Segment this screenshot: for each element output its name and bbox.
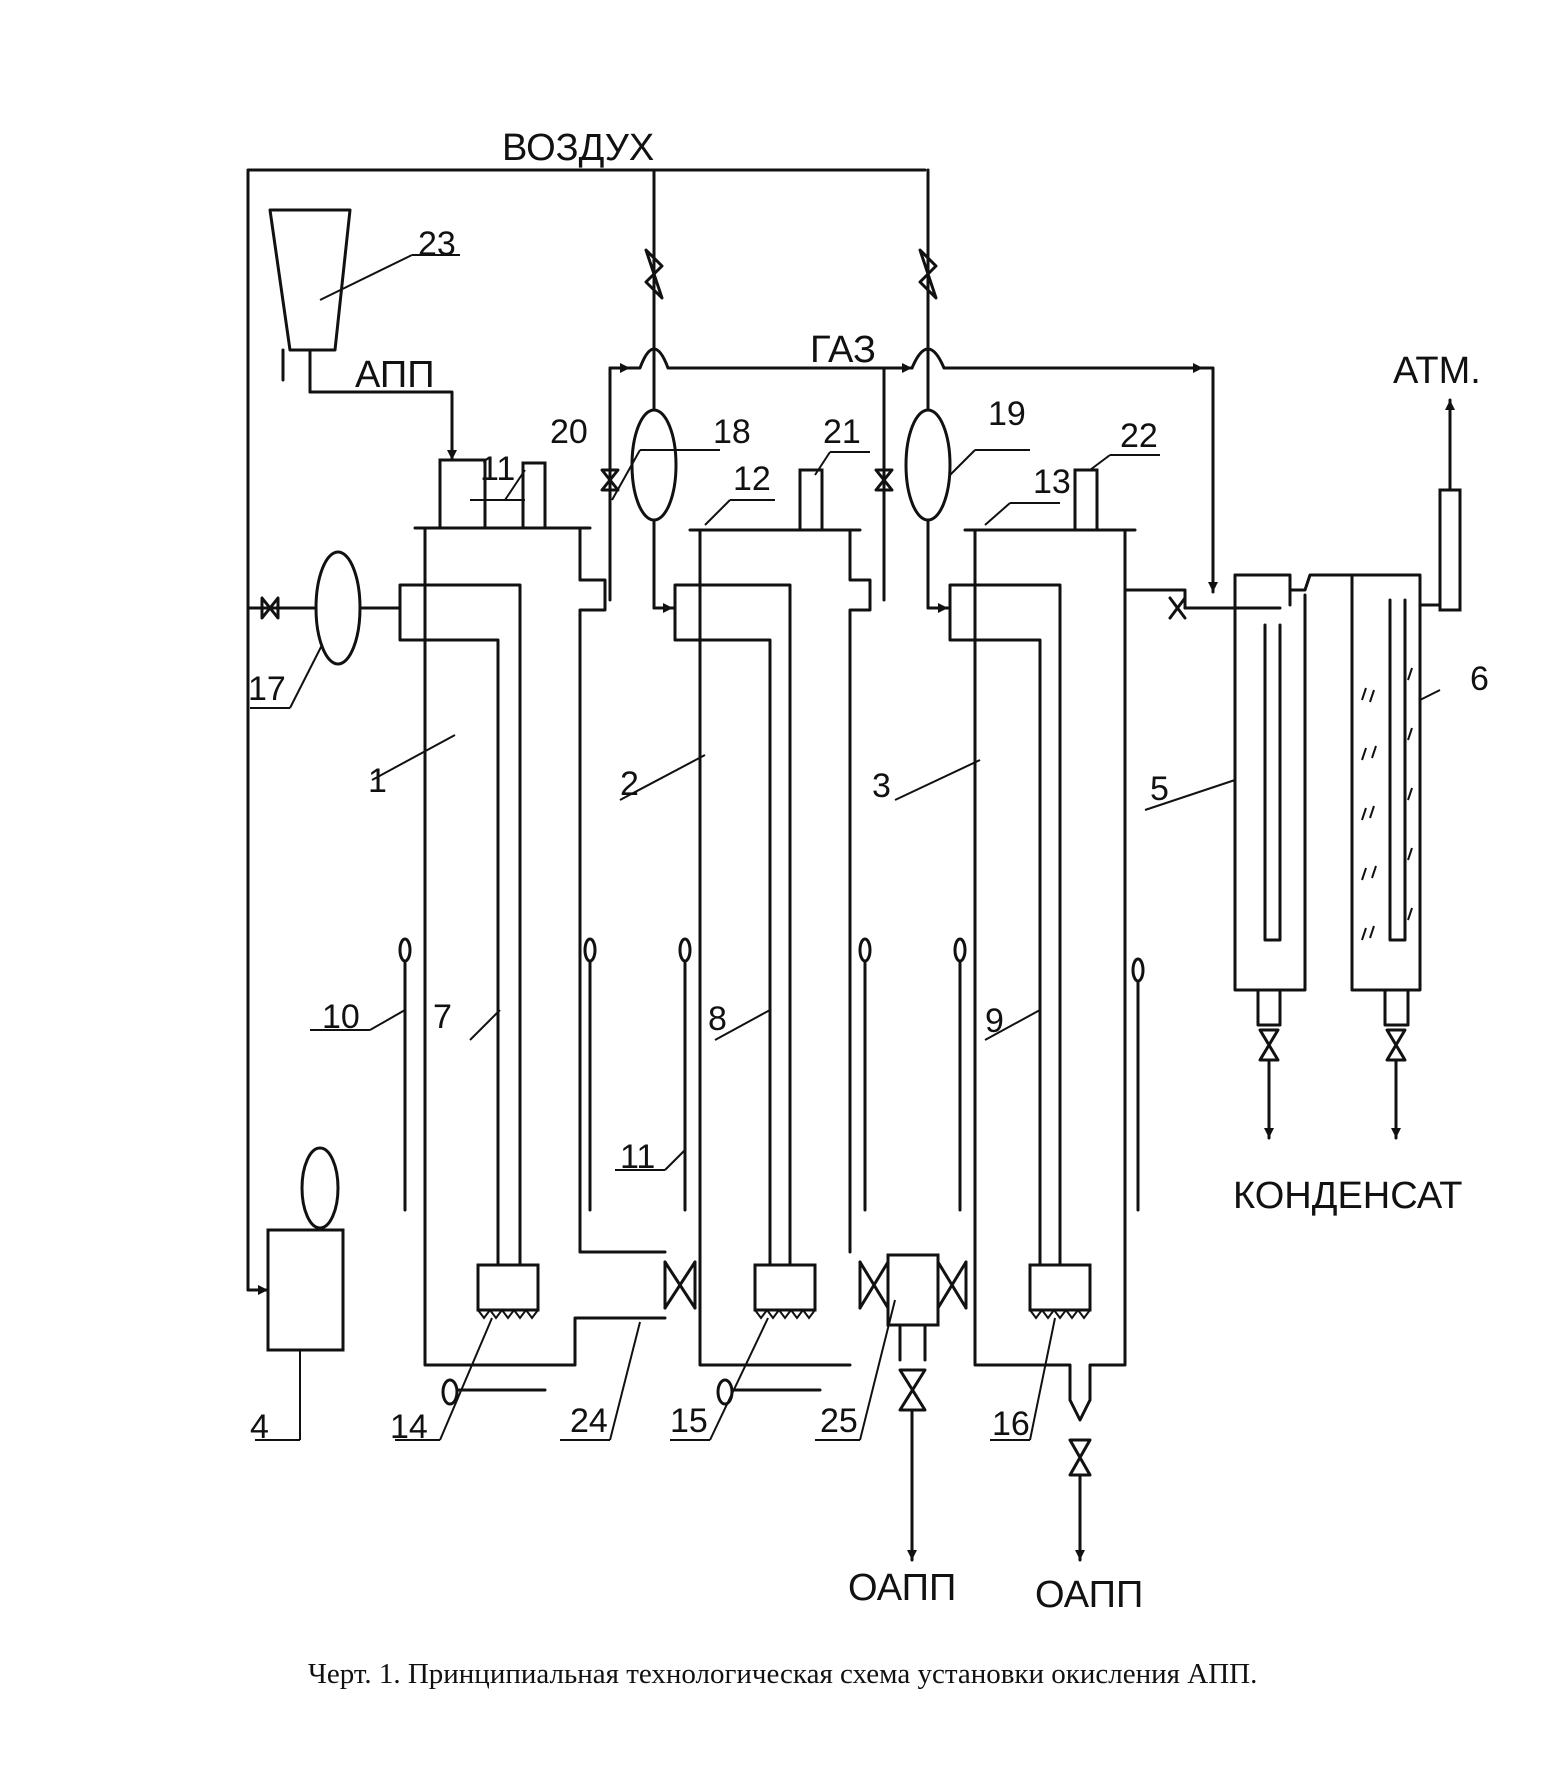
air-valve-17 [260, 596, 280, 620]
air-valve-1 [644, 248, 664, 300]
reactor-1 [398, 458, 667, 1406]
label-3: 3 [872, 767, 891, 805]
air-line [246, 168, 938, 1295]
stream-atm-label: АТМ. [1393, 350, 1481, 392]
label-6: 6 [1470, 660, 1489, 698]
label-17: 17 [248, 670, 286, 708]
label-1: 1 [368, 762, 387, 800]
label-16: 16 [992, 1405, 1030, 1443]
label-7: 7 [433, 998, 452, 1036]
leader-lines [250, 254, 1441, 1441]
reactor-3 [904, 338, 1187, 1562]
stream-gas-label: ГАЗ [810, 329, 876, 371]
label-2: 2 [620, 765, 639, 803]
hopper-23 [268, 208, 457, 462]
label-25: 25 [820, 1402, 858, 1440]
label-20: 20 [550, 413, 588, 451]
label-5: 5 [1150, 770, 1169, 808]
gas-valve-21 [874, 468, 894, 492]
label-11b: 11 [620, 1138, 655, 1176]
label-9: 9 [985, 1002, 1004, 1040]
label-11a: 11 [480, 450, 515, 488]
stream-oapp-label-2: ОАПП [1035, 1574, 1143, 1616]
pump-17 [314, 550, 362, 666]
label-13: 13 [1033, 463, 1071, 501]
stream-app-label: АПП [355, 354, 435, 396]
label-21: 21 [823, 413, 861, 451]
transfer-valves [663, 1253, 968, 1562]
label-4: 4 [250, 1408, 269, 1446]
stream-condensate-label: КОНДЕНСАТ [1233, 1175, 1462, 1217]
label-24: 24 [570, 1402, 608, 1440]
label-23: 23 [418, 225, 456, 263]
label-22: 22 [1120, 417, 1158, 455]
gas-valve-18 [600, 468, 620, 492]
label-18: 18 [713, 413, 751, 451]
label-10: 10 [322, 998, 360, 1036]
air-valve-2 [918, 248, 938, 300]
gas-line [600, 347, 1218, 602]
label-15: 15 [670, 1402, 708, 1440]
reactor-2 [630, 338, 872, 1406]
condenser-5 [1168, 573, 1307, 1140]
figure-caption: Черт. 1. Принципиальная технологическая … [308, 1658, 1257, 1690]
label-14: 14 [390, 1408, 428, 1446]
label-12: 12 [733, 460, 771, 498]
compressor-4 [266, 1146, 345, 1352]
label-8: 8 [708, 1000, 727, 1038]
stream-oapp-label-1: ОАПП [848, 1567, 956, 1609]
absorber-6 [1288, 398, 1462, 1140]
label-19: 19 [988, 395, 1026, 433]
stream-air-label: ВОЗДУХ [502, 127, 654, 169]
